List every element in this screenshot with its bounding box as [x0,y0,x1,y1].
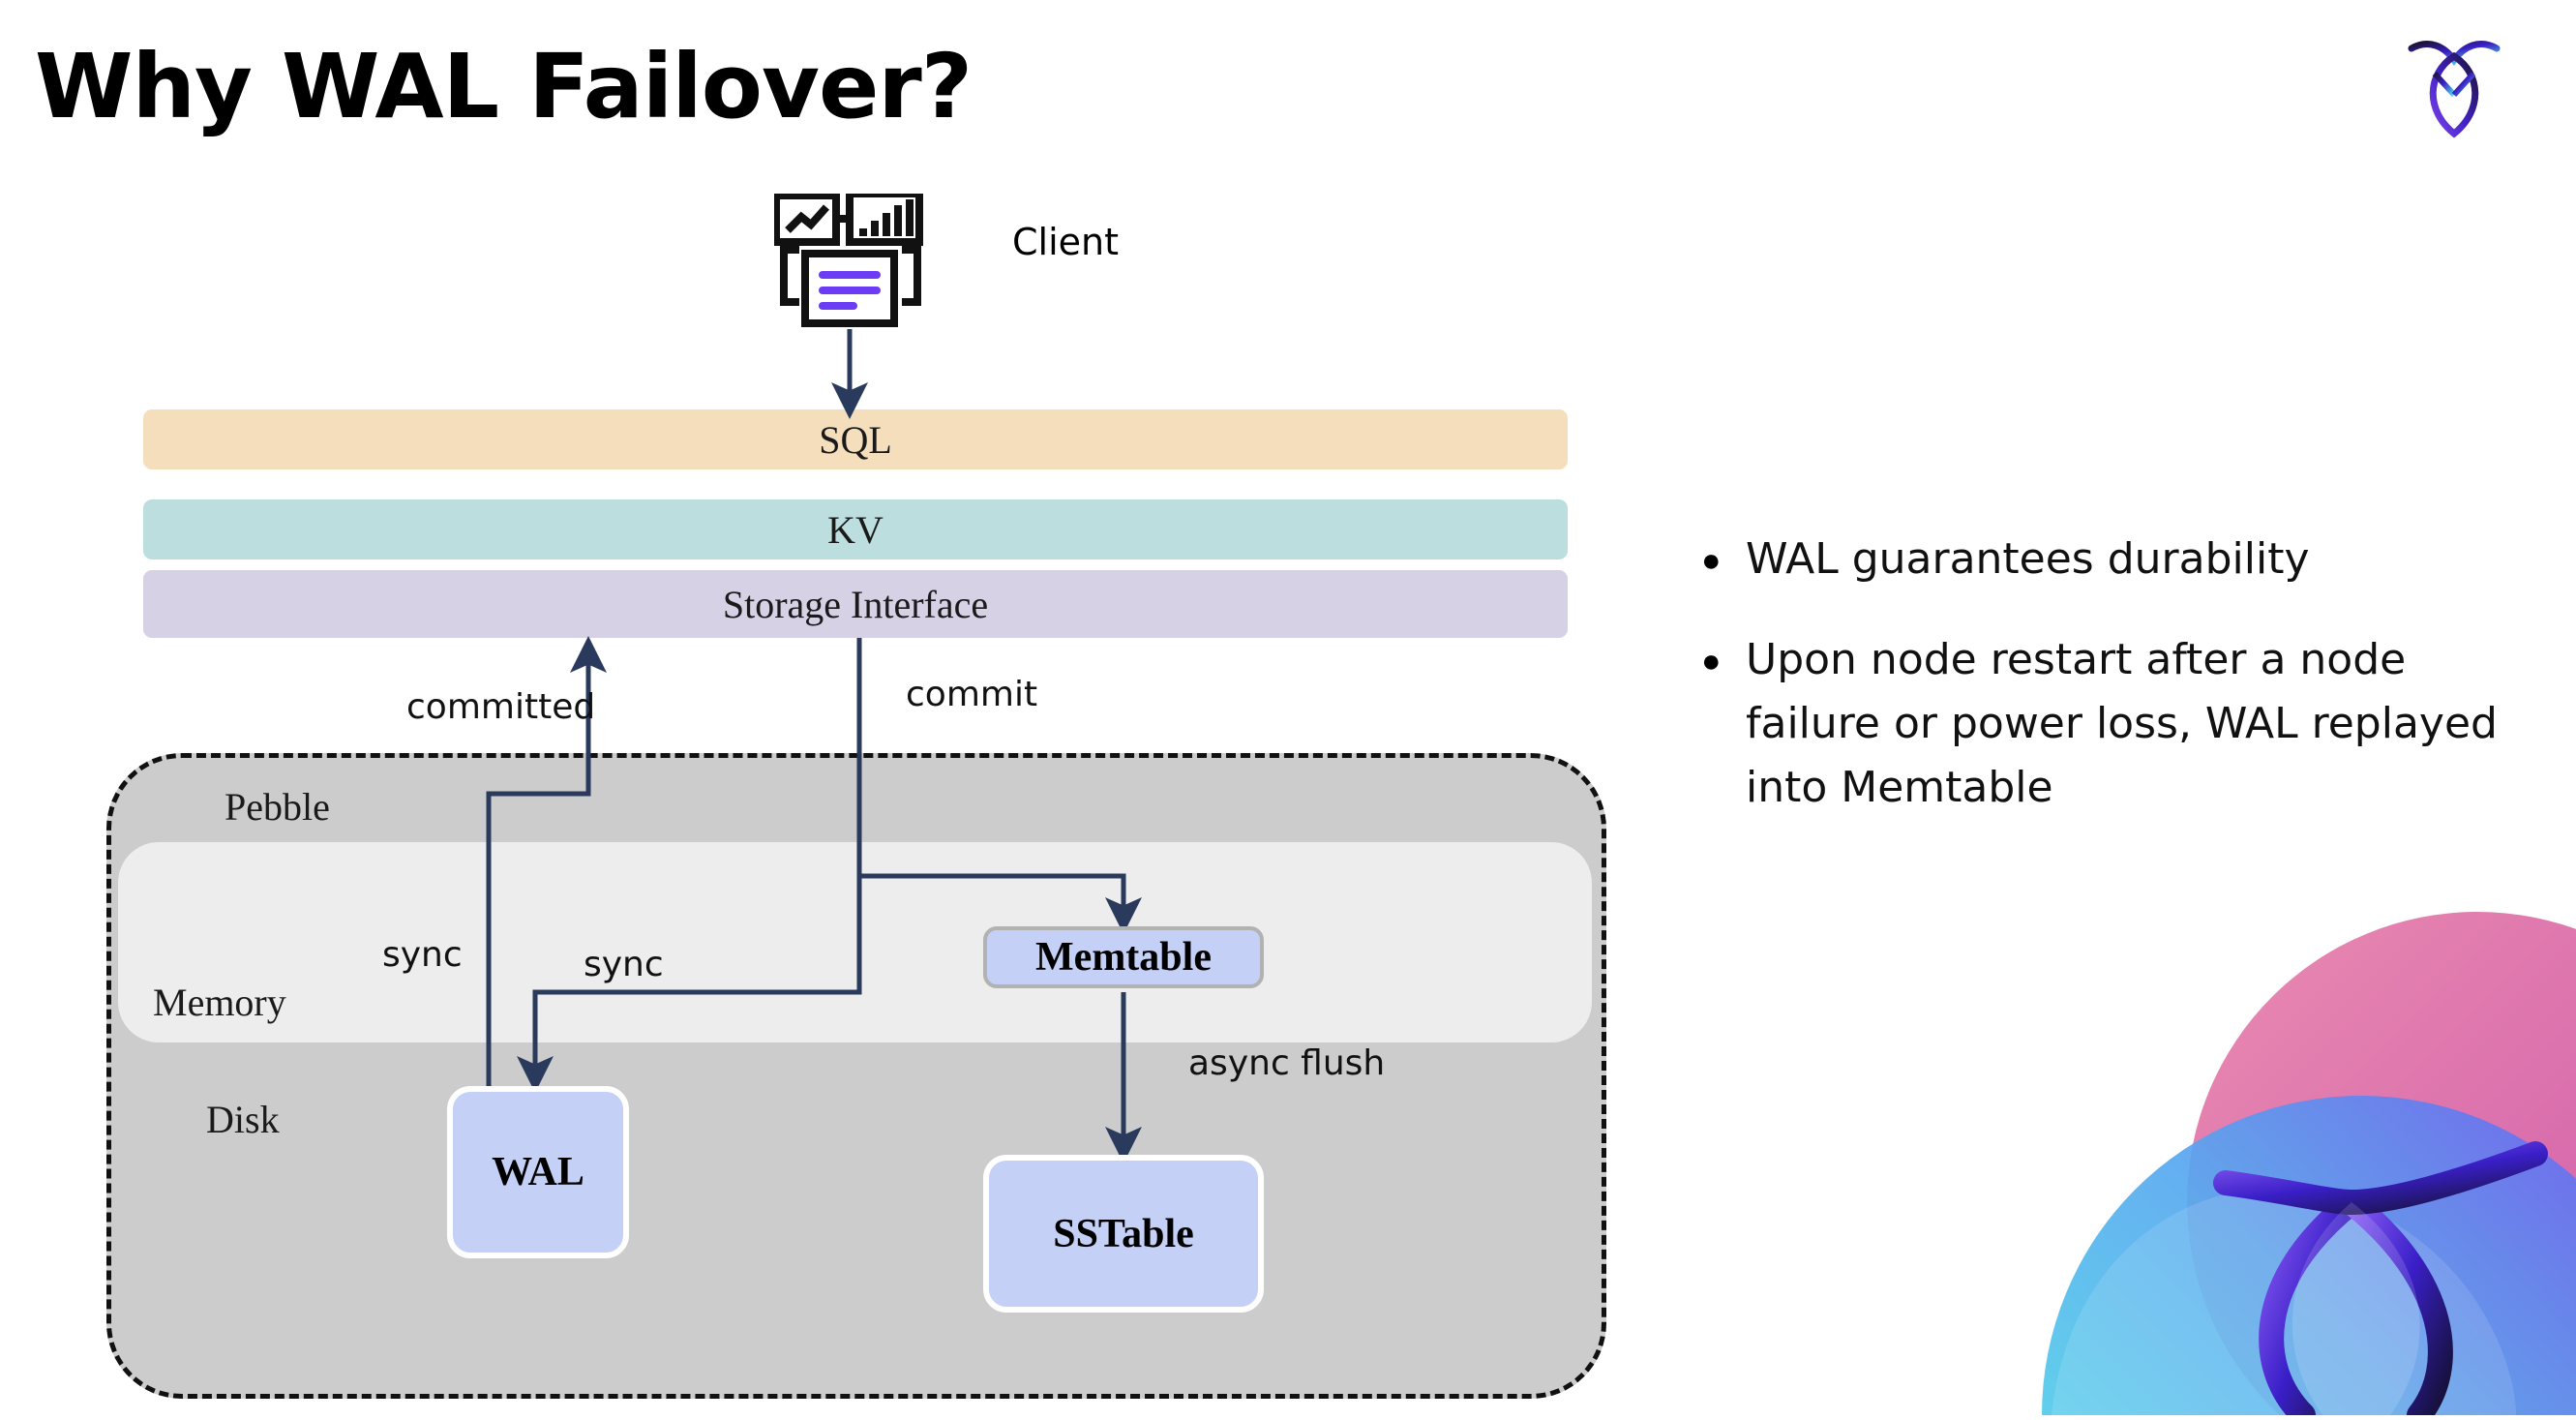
client-label: Client [1012,221,1120,263]
pebble-label: Pebble [225,785,330,829]
bullet-text: Upon node restart after a node failure o… [1746,635,2498,812]
edge-label-commit: commit [906,675,1038,714]
bullet-list: ● WAL guarantees durability ● Upon node … [1701,528,2514,855]
edge-wal-committed [486,636,607,1086]
cockroachdb-decorative-art-icon [1935,912,2576,1415]
client-dashboard-icon [772,190,925,329]
edge-label-committed: committed [406,687,596,727]
bullet-marker-icon: ● [1701,643,1722,680]
layer-bar-kv[interactable]: KV [143,499,1568,559]
disk-label: Disk [206,1098,280,1141]
memory-label: Memory [153,981,286,1024]
layer-bar-sql[interactable]: SQL [143,409,1568,469]
cockroachdb-logo-icon [2402,27,2506,139]
page-title: Why WAL Failover? [35,35,973,138]
bullet-text: WAL guarantees durability [1746,534,2310,584]
list-item: ● WAL guarantees durability [1701,528,2514,593]
memory-region [118,842,1592,1042]
edge-storage-commit-to-memtable [859,873,1143,934]
diagram-edges [486,329,1143,1163]
list-item: ● Upon node restart after a node failure… [1701,628,2514,820]
node-memtable[interactable]: Memtable [983,926,1264,988]
edge-label-sync-right: sync [584,945,664,984]
edge-storage-sync-to-wal [517,638,862,1093]
edge-label-sync-left: sync [382,935,463,975]
bullet-marker-icon: ● [1701,542,1722,579]
node-wal[interactable]: WAL [447,1086,629,1258]
edge-label-async-flush: async flush [1188,1043,1386,1083]
layer-bar-storage-interface[interactable]: Storage Interface [143,570,1568,638]
node-sstable[interactable]: SSTable [983,1155,1264,1313]
architecture-diagram: Client SQL KV Storage Interface Pebble M… [106,190,1606,1399]
